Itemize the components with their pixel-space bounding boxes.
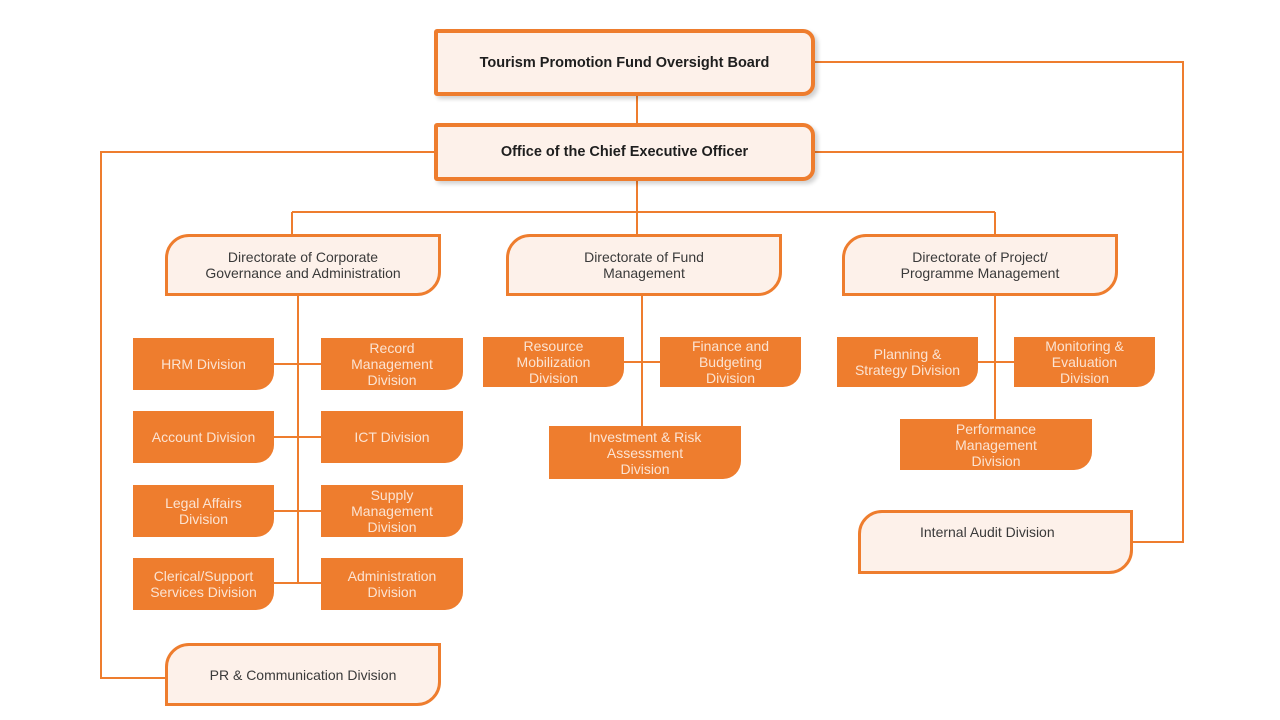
internal-audit-division-label: Internal Audit Division xyxy=(920,524,1055,540)
clerical-support-division-box: Clerical/Support Services Division xyxy=(133,558,274,610)
hrm-division-label: HRM Division xyxy=(161,356,246,372)
finance-budgeting-division-label: Finance and Budgeting Division xyxy=(691,338,770,386)
performance-management-division-box: Performance Management Division xyxy=(900,419,1092,470)
directorate-fund-box: Directorate of Fund Management xyxy=(506,234,782,296)
ceo-office-box: Office of the Chief Executive Officer xyxy=(434,123,815,181)
account-division-box: Account Division xyxy=(133,411,274,463)
administration-division-label: Administration Division xyxy=(347,568,437,600)
oversight-board-label: Tourism Promotion Fund Oversight Board xyxy=(479,54,770,71)
investment-risk-division-label: Investment & Risk Assessment Division xyxy=(588,428,702,477)
directorate-fund-label: Directorate of Fund Management xyxy=(584,249,704,281)
directorate-project-label: Directorate of Project/ Programme Manage… xyxy=(900,249,1060,281)
monitoring-evaluation-division-box: Monitoring & Evaluation Division xyxy=(1014,337,1155,387)
administration-division-box: Administration Division xyxy=(321,558,463,610)
planning-strategy-division-label: Planning & Strategy Division xyxy=(854,346,961,378)
planning-strategy-division-box: Planning & Strategy Division xyxy=(837,337,978,387)
directorate-corporate-label: Directorate of Corporate Governance and … xyxy=(205,249,401,281)
ict-division-box: ICT Division xyxy=(321,411,463,463)
ceo-office-label: Office of the Chief Executive Officer xyxy=(500,144,749,160)
supply-management-division-box: Supply Management Division xyxy=(321,485,463,537)
clerical-support-division-label: Clerical/Support Services Division xyxy=(150,568,257,600)
oversight-board-box: Tourism Promotion Fund Oversight Board xyxy=(434,29,815,96)
ict-division-label: ICT Division xyxy=(354,429,430,445)
record-management-division-label: Record Management Division xyxy=(351,340,433,388)
monitoring-evaluation-division-label: Monitoring & Evaluation Division xyxy=(1045,338,1124,386)
internal-audit-division-box: Internal Audit Division xyxy=(858,510,1133,574)
account-division-label: Account Division xyxy=(151,429,256,445)
pr-communication-division-box: PR & Communication Division xyxy=(165,643,441,706)
pr-communication-division-label: PR & Communication Division xyxy=(209,666,397,683)
performance-management-division-label: Performance Management Division xyxy=(955,420,1037,469)
record-management-division-box: Record Management Division xyxy=(321,338,463,390)
finance-budgeting-division-box: Finance and Budgeting Division xyxy=(660,337,801,387)
legal-affairs-division-box: Legal Affairs Division xyxy=(133,485,274,537)
resource-mobilization-division-box: Resource Mobilization Division xyxy=(483,337,624,387)
directorate-project-box: Directorate of Project/ Programme Manage… xyxy=(842,234,1118,296)
investment-risk-division-box: Investment & Risk Assessment Division xyxy=(549,426,741,479)
hrm-division-box: HRM Division xyxy=(133,338,274,390)
directorate-corporate-box: Directorate of Corporate Governance and … xyxy=(165,234,441,296)
supply-management-division-label: Supply Management Division xyxy=(351,487,433,535)
legal-affairs-division-label: Legal Affairs Division xyxy=(165,495,242,527)
resource-mobilization-division-label: Resource Mobilization Division xyxy=(516,338,591,386)
